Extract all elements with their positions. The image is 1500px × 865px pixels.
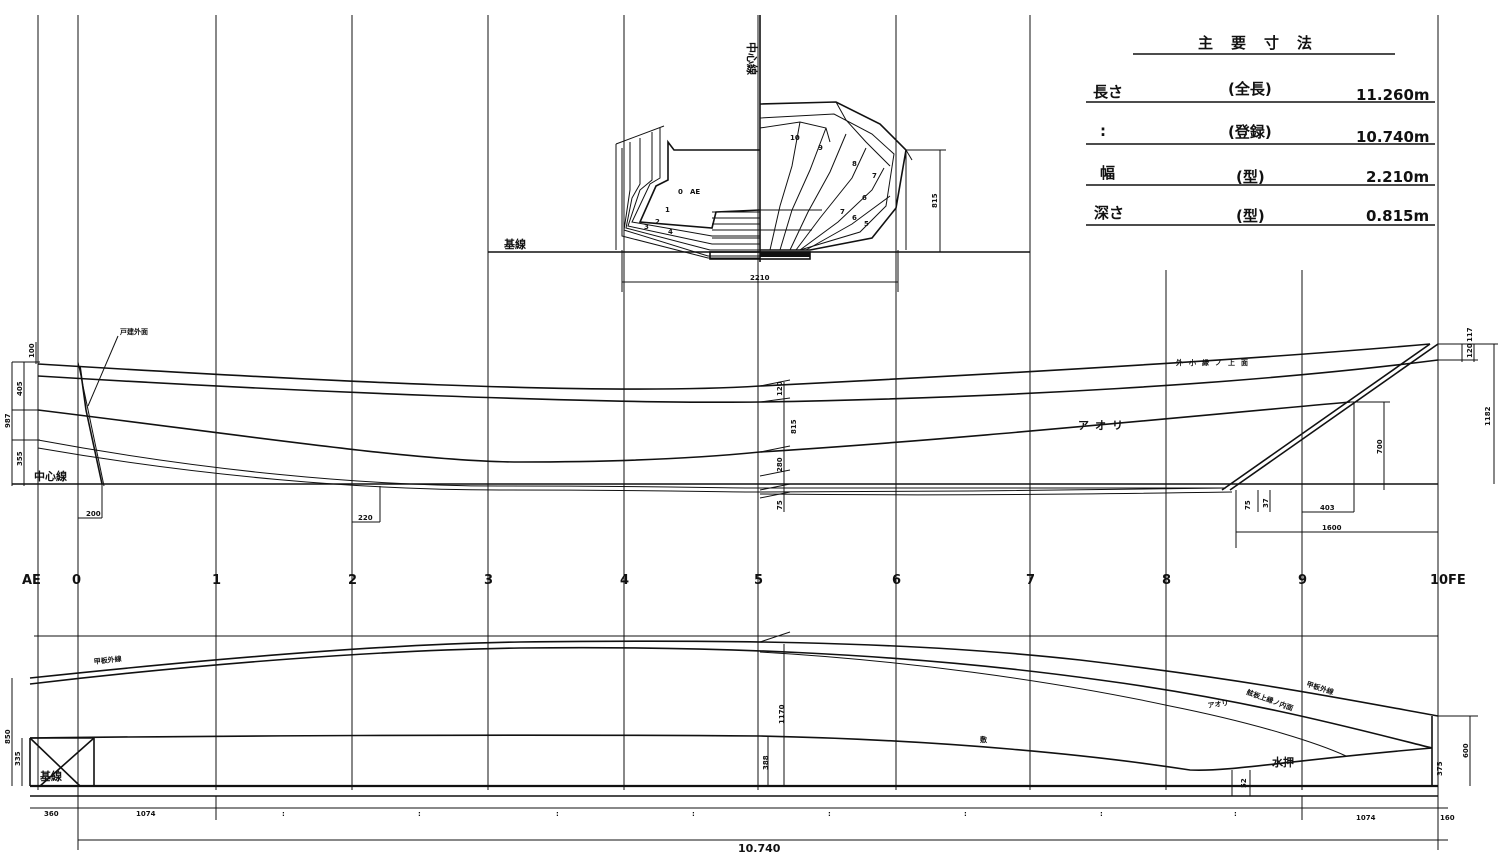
row-depth-note: (型)	[1236, 207, 1265, 225]
gunwale-label: 外小縁ノ上面	[1176, 358, 1254, 367]
station-grid	[37, 15, 1439, 850]
aft-section-3: 3	[644, 223, 649, 231]
half-aori-label: アオリ	[1078, 419, 1129, 432]
profile-plan: 甲板外線 甲板外線 舷板上縁ノ内面 アオリ 敷 水押 基線 850 335 11…	[4, 631, 1478, 855]
dim-220: 220	[358, 514, 373, 522]
dim-355: 355	[16, 451, 24, 466]
table-title: 主要寸法	[1198, 34, 1330, 52]
deck-label-aft: 甲板外線	[93, 654, 122, 666]
station-ae: AE	[22, 573, 41, 588]
dim-280: 280	[776, 457, 784, 472]
station-4: 4	[620, 573, 629, 588]
aft-section-0: 0	[678, 188, 683, 196]
body-plan: 中心線 基線 0 AE 1 2 3 4	[488, 15, 1030, 292]
dim-colon-7: :	[1100, 810, 1103, 818]
row-breadth-label: 幅	[1100, 164, 1115, 182]
fwd-section-9: 9	[818, 144, 823, 152]
dim-52: 52	[1240, 778, 1248, 788]
row-length-note: (全長)	[1228, 80, 1272, 98]
dim-colon-3: :	[556, 810, 559, 818]
dim-colon-1: :	[282, 810, 285, 818]
dim-200: 200	[86, 510, 101, 518]
dimensions-table: 主要寸法 長さ (全長) 11.260m : (登録) 10.740m 幅 (型…	[1086, 34, 1435, 226]
station-labels: AE 0 1 2 3 4 5 6 7 8 9 10 FE	[22, 573, 1466, 588]
half-breadth-plan: 中心線 戸建外面 外小縁ノ上面 アオリ 100 405 987 355	[4, 327, 1498, 548]
body-depth-dim: 815	[931, 193, 939, 208]
dim-403: 403	[1320, 504, 1335, 512]
dim-117: 117	[1466, 327, 1474, 342]
water-label: 水押	[1272, 755, 1294, 769]
dim-405: 405	[16, 381, 24, 396]
half-centerline-label: 中心線	[34, 469, 67, 483]
profile-aori-label: アオリ	[1207, 699, 1229, 710]
body-baseline-label: 基線	[503, 237, 526, 251]
dim-375: 375	[1436, 761, 1444, 776]
station-1: 1	[212, 573, 221, 588]
dim-colon-6: :	[964, 810, 967, 818]
fwd-section-7b: 7	[840, 208, 845, 216]
fwd-section-6b: 6	[852, 214, 857, 222]
dim-987: 987	[4, 413, 12, 428]
dim-815: 815	[790, 419, 798, 434]
transom-label: 戸建外面	[120, 327, 148, 336]
station-6: 6	[892, 573, 901, 588]
body-centerline-label: 中心線	[745, 42, 759, 75]
row-breadth-note: (型)	[1236, 168, 1265, 186]
station-3: 3	[484, 573, 493, 588]
fwd-section-8: 8	[852, 160, 857, 168]
station-8: 8	[1162, 573, 1171, 588]
row-registered-label: :	[1100, 122, 1106, 140]
dim-colon-2: :	[418, 810, 421, 818]
aft-section-2: 2	[655, 218, 660, 226]
row-registered-note: (登録)	[1228, 123, 1272, 141]
dim-1074b: 1074	[1356, 814, 1376, 822]
station-2: 2	[348, 573, 357, 588]
fwd-section-6a: 6	[862, 194, 867, 202]
row-length-value: 11.260m	[1356, 86, 1430, 104]
dim-37: 37	[1262, 498, 1270, 508]
row-length-label: 長さ	[1093, 83, 1123, 101]
aft-section-4: 4	[668, 228, 673, 236]
dim-1170: 1170	[778, 704, 786, 724]
row-registered-value: 10.740m	[1356, 128, 1430, 146]
dim-120: 120	[776, 381, 784, 396]
dim-1600: 1600	[1322, 524, 1342, 532]
dim-360: 360	[44, 810, 59, 818]
fwd-section-7a: 7	[872, 172, 877, 180]
dim-1182: 1182	[1484, 406, 1492, 426]
station-9: 9	[1298, 573, 1307, 588]
station-fe: FE	[1448, 573, 1466, 588]
row-depth-value: 0.815m	[1366, 207, 1429, 225]
station-0: 0	[72, 573, 81, 588]
fwd-section-5: 5	[864, 220, 869, 228]
dim-388: 388	[762, 755, 770, 770]
dim-850: 850	[4, 729, 12, 744]
dim-1074a: 1074	[136, 810, 156, 818]
profile-baseline-label: 基線	[39, 769, 62, 783]
dim-335: 335	[14, 751, 22, 766]
dim-100: 100	[28, 343, 36, 358]
dim-600: 600	[1462, 743, 1470, 758]
dim-colon-5: :	[828, 810, 831, 818]
dim-total: 10.740	[738, 842, 781, 855]
row-depth-label: 深さ	[1094, 204, 1124, 222]
dim-700: 700	[1376, 439, 1384, 454]
dim-75: 75	[776, 500, 784, 510]
dim-160: 160	[1440, 814, 1455, 822]
station-5: 5	[754, 573, 763, 588]
body-breadth-dim: 2210	[750, 274, 770, 282]
dim-colon-8: :	[1234, 810, 1237, 818]
station-10: 10	[1430, 573, 1448, 588]
aft-section-ae: AE	[690, 188, 700, 196]
dim-colon-4: :	[692, 810, 695, 818]
station-7: 7	[1026, 573, 1035, 588]
fwd-section-10: 10	[790, 134, 800, 142]
aft-section-1: 1	[665, 206, 670, 214]
dim-120b: 120	[1466, 343, 1474, 358]
keel-label: 敷	[980, 735, 988, 744]
row-breadth-value: 2.210m	[1366, 168, 1429, 186]
dim-75b: 75	[1244, 500, 1252, 510]
